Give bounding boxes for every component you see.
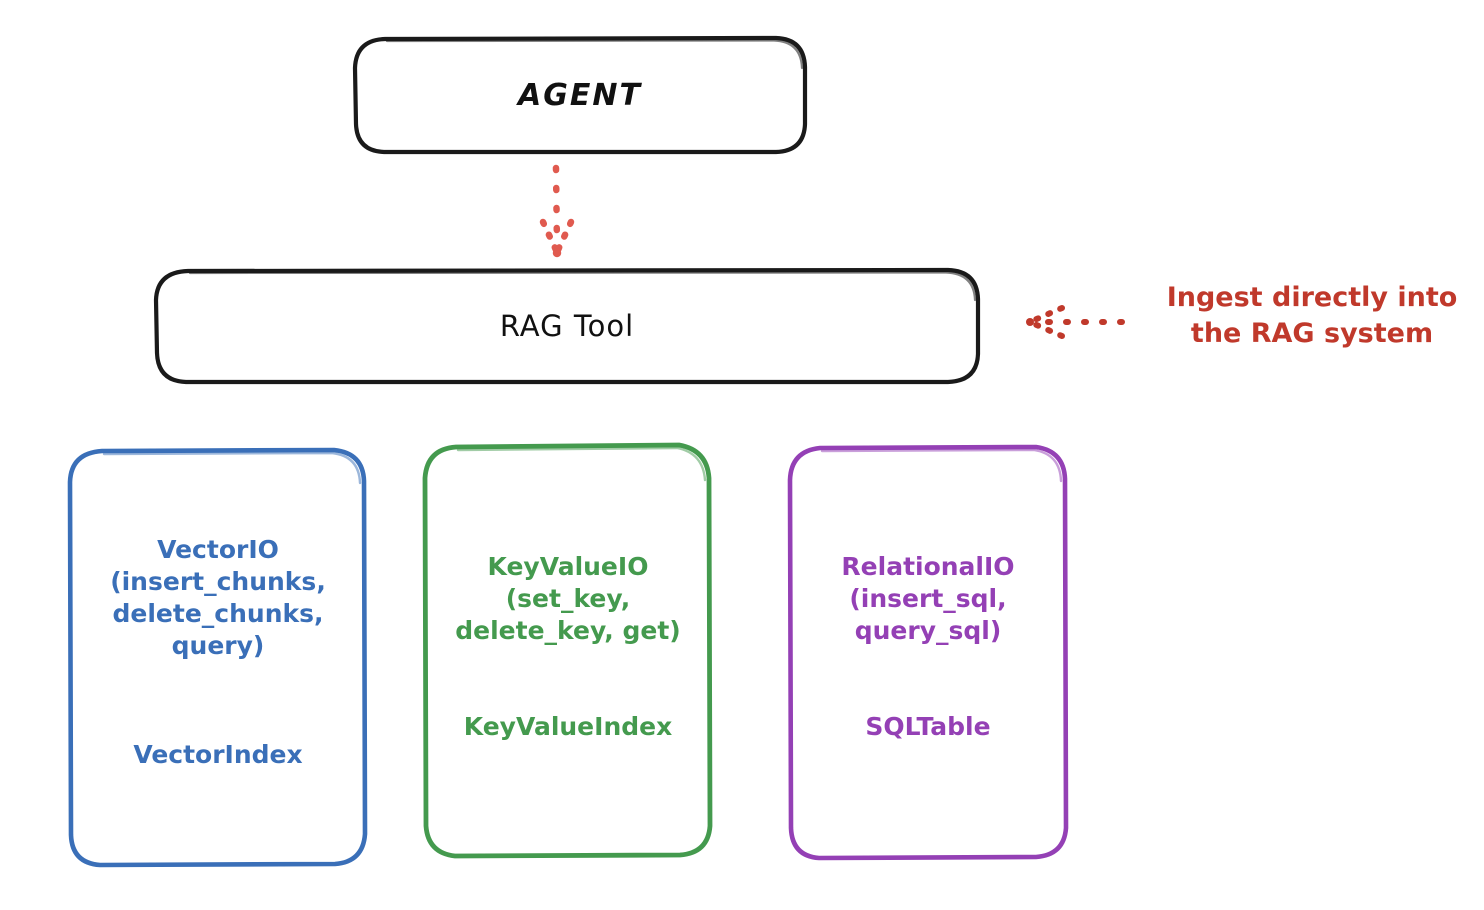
agent-to-rag-arrow [539,164,575,258]
vector-io-title: VectorIO (insert_chunks, delete_chunks, … [110,535,326,660]
relational-io-box[interactable] [787,444,1069,861]
relational-io-subtitle: SQLTable [865,712,991,741]
ingest-note-label: Ingest directly into the RAG system [1166,282,1458,349]
key-value-io-box[interactable] [422,442,713,859]
vector-io-subtitle: VectorIndex [133,740,303,769]
key-value-io-subtitle: KeyValueIndex [463,712,673,741]
relational-io-title: RelationalIO (insert_sql, query_sql) [841,552,1015,645]
rag-tool-label: RAG Tool [499,309,635,343]
agent-label: AGENT [518,77,642,113]
ingest-note-arrow [1026,305,1125,339]
key-value-io-title: KeyValueIO (set_key, delete_key, get) [455,552,681,645]
